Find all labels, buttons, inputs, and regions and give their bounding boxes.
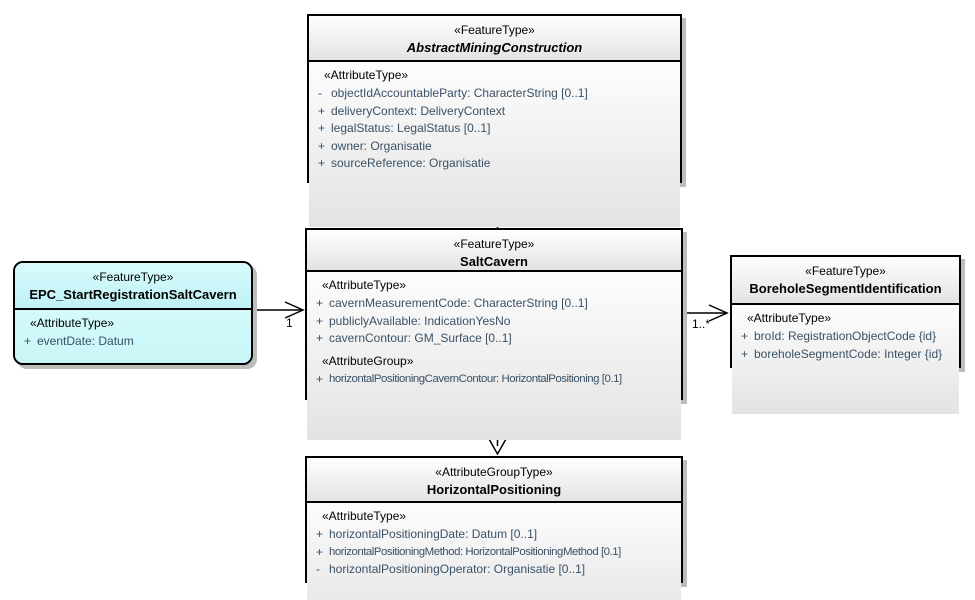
attribute-row: + deliveryContext: DeliveryContext: [309, 103, 680, 121]
attribute-text: boreholeSegmentCode: Integer {id}: [754, 346, 943, 361]
visibility-sign: +: [318, 103, 326, 118]
stereotype-label: «FeatureType»: [805, 264, 886, 278]
attribute-row: + sourceReference: Organisatie: [309, 155, 680, 173]
visibility-sign: +: [318, 138, 326, 153]
attribute-text: horizontalPositioningDate: Datum [0..1]: [329, 527, 538, 541]
class-name: SaltCavern: [460, 254, 528, 269]
attribute-compartment: «AttributeType» + eventDate: Datum: [15, 310, 251, 363]
multiplicity-label-right: 1..*: [692, 317, 711, 331]
attribute-text: horizontalPositioningCavernContour: Hori…: [329, 372, 622, 385]
attribute-stereotype-label: «AttributeType»: [324, 68, 409, 82]
attribute-row: + horizontalPositioningDate: Datum [0..1]: [307, 526, 681, 544]
attribute-text: horizontalPositioningMethod: HorizontalP…: [329, 545, 621, 558]
stereotype-label: «FeatureType»: [92, 270, 174, 284]
attribute-text: sourceReference: Organisatie: [331, 156, 491, 170]
attribute-compartment: «AttributeType» -objectIdAccountablePart…: [309, 62, 680, 227]
attribute-row: + cavernMeasurementCode: CharacterString …: [307, 295, 681, 313]
visibility-sign: +: [741, 346, 749, 361]
class-header: «FeatureType» AbstractMiningConstruction: [309, 16, 680, 62]
attribute-group-stereotype-label: «AttributeGroup»: [322, 353, 414, 368]
class-name: BoreholeSegmentIdentification: [749, 281, 942, 296]
attribute-stereotype-label: «AttributeType»: [30, 316, 115, 330]
attribute-text: cavernMeasurementCode: CharacterString […: [329, 296, 588, 310]
attribute-row: + cavernContour: GM_Surface [0..1]: [307, 330, 681, 348]
attribute-row: -objectIdAccountableParty: CharacterStri…: [309, 85, 680, 103]
attribute-text: publiclyAvailable: IndicationYesNo: [329, 313, 511, 328]
attribute-row: + horizontalPositioningCavernContour: Hor…: [307, 371, 681, 389]
class-box-borehole-segment-identification: «FeatureType» BoreholeSegmentIdentificat…: [730, 255, 961, 414]
visibility-sign: +: [316, 371, 324, 386]
visibility-sign: -: [316, 562, 320, 576]
attribute-text: objectIdAccountableParty: CharacterStrin…: [331, 86, 588, 100]
visibility-sign: +: [316, 331, 324, 345]
attribute-text: legalStatus: LegalStatus [0..1]: [331, 121, 491, 135]
class-header: «AttributeGroupType» HorizontalPositioni…: [307, 458, 681, 503]
class-box-epc-start-registration-salt-cavern: «FeatureType» EPC_StartRegistrationSaltC…: [13, 261, 253, 365]
class-box-abstract-mining-construction: «FeatureType» AbstractMiningConstruction…: [307, 14, 682, 227]
attribute-compartment: «AttributeType» + broId: RegistrationObje…: [732, 305, 959, 414]
attribute-text: cavernContour: GM_Surface [0..1]: [329, 331, 512, 345]
attribute-stereotype-label: «AttributeType»: [322, 509, 407, 523]
stereotype-label: «FeatureType»: [453, 237, 535, 251]
visibility-sign: +: [316, 544, 324, 559]
multiplicity-label-left: 1: [286, 316, 293, 330]
class-header: «FeatureType» BoreholeSegmentIdentificat…: [732, 257, 959, 305]
class-name: HorizontalPositioning: [426, 482, 562, 497]
class-name: AbstractMiningConstruction: [406, 40, 583, 55]
attribute-stereotype-label: «AttributeType»: [322, 278, 407, 292]
visibility-sign: +: [318, 121, 326, 135]
visibility-sign: +: [24, 334, 32, 348]
attribute-text: deliveryContext: DeliveryContext: [331, 103, 506, 118]
attribute-row: + legalStatus: LegalStatus [0..1]: [309, 120, 680, 138]
visibility-sign: -: [318, 86, 322, 100]
attribute-row: + boreholeSegmentCode: Integer {id}: [732, 346, 959, 364]
attribute-text: horizontalPositioningOperator: Organisat…: [329, 562, 586, 576]
stereotype-label: «FeatureType»: [454, 23, 535, 37]
attribute-row: -horizontalPositioningOperator: Organisa…: [307, 561, 681, 579]
attribute-compartment: «AttributeType» + cavernMeasurementCode: …: [307, 272, 681, 440]
class-box-horizontal-positioning: «AttributeGroupType» HorizontalPositioni…: [305, 456, 683, 600]
attribute-compartment: «AttributeType» + horizontalPositioningDa…: [307, 503, 681, 600]
attribute-row: + broId: RegistrationObjectCode {id}: [732, 328, 959, 346]
class-header: «FeatureType» SaltCavern: [307, 230, 681, 272]
stereotype-label: «AttributeGroupType»: [435, 465, 553, 479]
attribute-row: + owner: Organisatie: [309, 138, 680, 156]
attribute-text: owner: Organisatie: [331, 138, 432, 153]
attribute-row: + publiclyAvailable: IndicationYesNo: [307, 313, 681, 331]
association-arrow-epc-to-saltcavern: [253, 301, 305, 319]
visibility-sign: +: [316, 313, 324, 328]
visibility-sign: +: [318, 156, 326, 170]
visibility-sign: +: [316, 296, 324, 310]
attribute-text: eventDate: Datum: [37, 334, 134, 348]
attribute-row: + horizontalPositioningMethod: Horizontal…: [307, 544, 681, 562]
visibility-sign: +: [741, 329, 749, 343]
attribute-row: + eventDate: Datum: [15, 333, 251, 351]
class-box-salt-cavern: «FeatureType» SaltCavern «AttributeType»…: [305, 228, 683, 440]
class-header: «FeatureType» EPC_StartRegistrationSaltC…: [15, 263, 251, 310]
attribute-text: broId: RegistrationObjectCode {id}: [754, 329, 937, 343]
class-name: EPC_StartRegistrationSaltCavern: [29, 287, 237, 302]
attribute-stereotype-label: «AttributeType»: [747, 311, 832, 325]
visibility-sign: +: [316, 527, 324, 541]
